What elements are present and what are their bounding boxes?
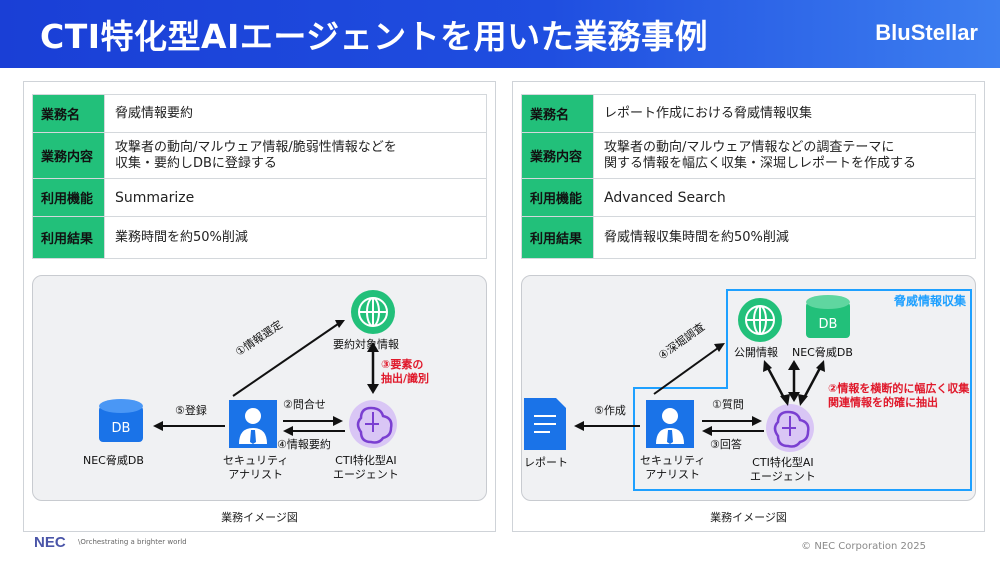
db-label: NEC脅威DB — [83, 454, 144, 467]
analyst-icon — [646, 400, 694, 448]
copyright-text: © NEC Corporation 2025 — [801, 541, 926, 552]
step4-label: ④情報要約 — [277, 438, 331, 451]
globe-icon — [738, 298, 782, 342]
step3-label: ③回答 — [710, 438, 742, 451]
title-bar: CTI特化型AIエージェントを用いた業務事例 BluStellar — [0, 0, 1000, 68]
svg-text:DB: DB — [112, 421, 131, 436]
left-diagram: DB — [32, 275, 487, 501]
right-diagram: DB — [521, 275, 976, 501]
collection-box-title: 脅威情報収集 — [894, 294, 967, 308]
row-label: 業務名 — [32, 94, 105, 133]
table-row: 業務名 レポート作成における脅威情報収集 — [521, 94, 976, 133]
brain-icon — [349, 400, 397, 448]
step5-label: ⑤登録 — [175, 404, 207, 417]
analyst-icon — [229, 400, 277, 448]
row-label: 利用結果 — [521, 216, 594, 259]
row-value: Advanced Search — [593, 178, 976, 217]
table-row: 業務名 脅威情報要約 — [32, 94, 487, 133]
database-icon: DB — [99, 399, 143, 442]
analyst-label: セキュリティアナリスト — [223, 454, 289, 481]
row-label: 業務内容 — [32, 132, 105, 179]
row-label: 業務名 — [521, 94, 594, 133]
right-info-table: 業務名 レポート作成における脅威情報収集 業務内容 攻撃者の動向/マルウェア情報… — [521, 94, 976, 259]
table-row: 利用結果 脅威情報収集時間を約50%削減 — [521, 216, 976, 259]
svg-text:DB: DB — [819, 317, 838, 332]
left-info-table: 業務名 脅威情報要約 業務内容 攻撃者の動向/マルウェア情報/脆弱性情報などを … — [32, 94, 487, 259]
table-row: 利用結果 業務時間を約50%削減 — [32, 216, 487, 259]
document-icon — [524, 398, 566, 450]
row-value: 攻撃者の動向/マルウェア情報/脆弱性情報などを 収集・要約しDBに登録する — [104, 132, 487, 179]
table-row: 業務内容 攻撃者の動向/マルウェア情報などの調査テーマに 関する情報を幅広く収集… — [521, 132, 976, 179]
right-panel: 業務名 レポート作成における脅威情報収集 業務内容 攻撃者の動向/マルウェア情報… — [512, 81, 985, 532]
row-value: 業務時間を約50%削減 — [104, 216, 487, 259]
left-diagram-graphics: DB — [99, 290, 397, 448]
report-label: レポート — [524, 456, 568, 469]
row-value: 攻撃者の動向/マルウェア情報などの調査テーマに 関する情報を幅広く収集・深堀しレ… — [593, 132, 976, 179]
analyst-label: セキュリティアナリスト — [640, 454, 706, 481]
diagram-caption: 業務イメージ図 — [221, 511, 298, 524]
collection-box — [633, 289, 972, 491]
row-value: Summarize — [104, 178, 487, 217]
table-row: 業務内容 攻撃者の動向/マルウェア情報/脆弱性情報などを 収集・要約しDBに登録… — [32, 132, 487, 179]
nec-tagline: \Orchestrating a brighter world — [78, 538, 187, 546]
row-label: 業務内容 — [521, 132, 594, 179]
step5-label: ⑤作成 — [594, 404, 626, 417]
row-label: 利用機能 — [32, 178, 105, 217]
right-diagram-graphics: DB — [524, 289, 972, 491]
row-label: 利用結果 — [32, 216, 105, 259]
globe-icon — [351, 290, 395, 334]
step2-label: ②情報を横断的に幅広く収集関連情報を的確に抽出 — [828, 382, 970, 409]
row-value: 脅威情報要約 — [104, 94, 487, 133]
diagram-caption: 業務イメージ図 — [710, 511, 787, 524]
row-value: 脅威情報収集時間を約50%削減 — [593, 216, 976, 259]
target-info-label: 要約対象情報 — [333, 338, 399, 351]
table-row: 利用機能 Advanced Search — [521, 178, 976, 217]
brand-logo: BluStellar — [875, 20, 978, 45]
step1-label: ①質問 — [712, 398, 744, 411]
db-label: NEC脅威DB — [792, 346, 853, 359]
database-icon: DB — [806, 295, 850, 338]
brain-icon — [766, 404, 814, 452]
nec-logo: NEC — [34, 534, 66, 551]
slide-title: CTI特化型AIエージェントを用いた業務事例 — [40, 17, 709, 56]
step2-label: ②問合せ — [283, 398, 326, 411]
step3-label: ③要素の抽出/識別 — [381, 358, 430, 385]
table-row: 利用機能 Summarize — [32, 178, 487, 217]
row-label: 利用機能 — [521, 178, 594, 217]
left-panel: 業務名 脅威情報要約 業務内容 攻撃者の動向/マルウェア情報/脆弱性情報などを … — [23, 81, 496, 532]
row-value: レポート作成における脅威情報収集 — [593, 94, 976, 133]
arrow-select — [232, 323, 339, 397]
public-info-label: 公開情報 — [734, 346, 778, 359]
